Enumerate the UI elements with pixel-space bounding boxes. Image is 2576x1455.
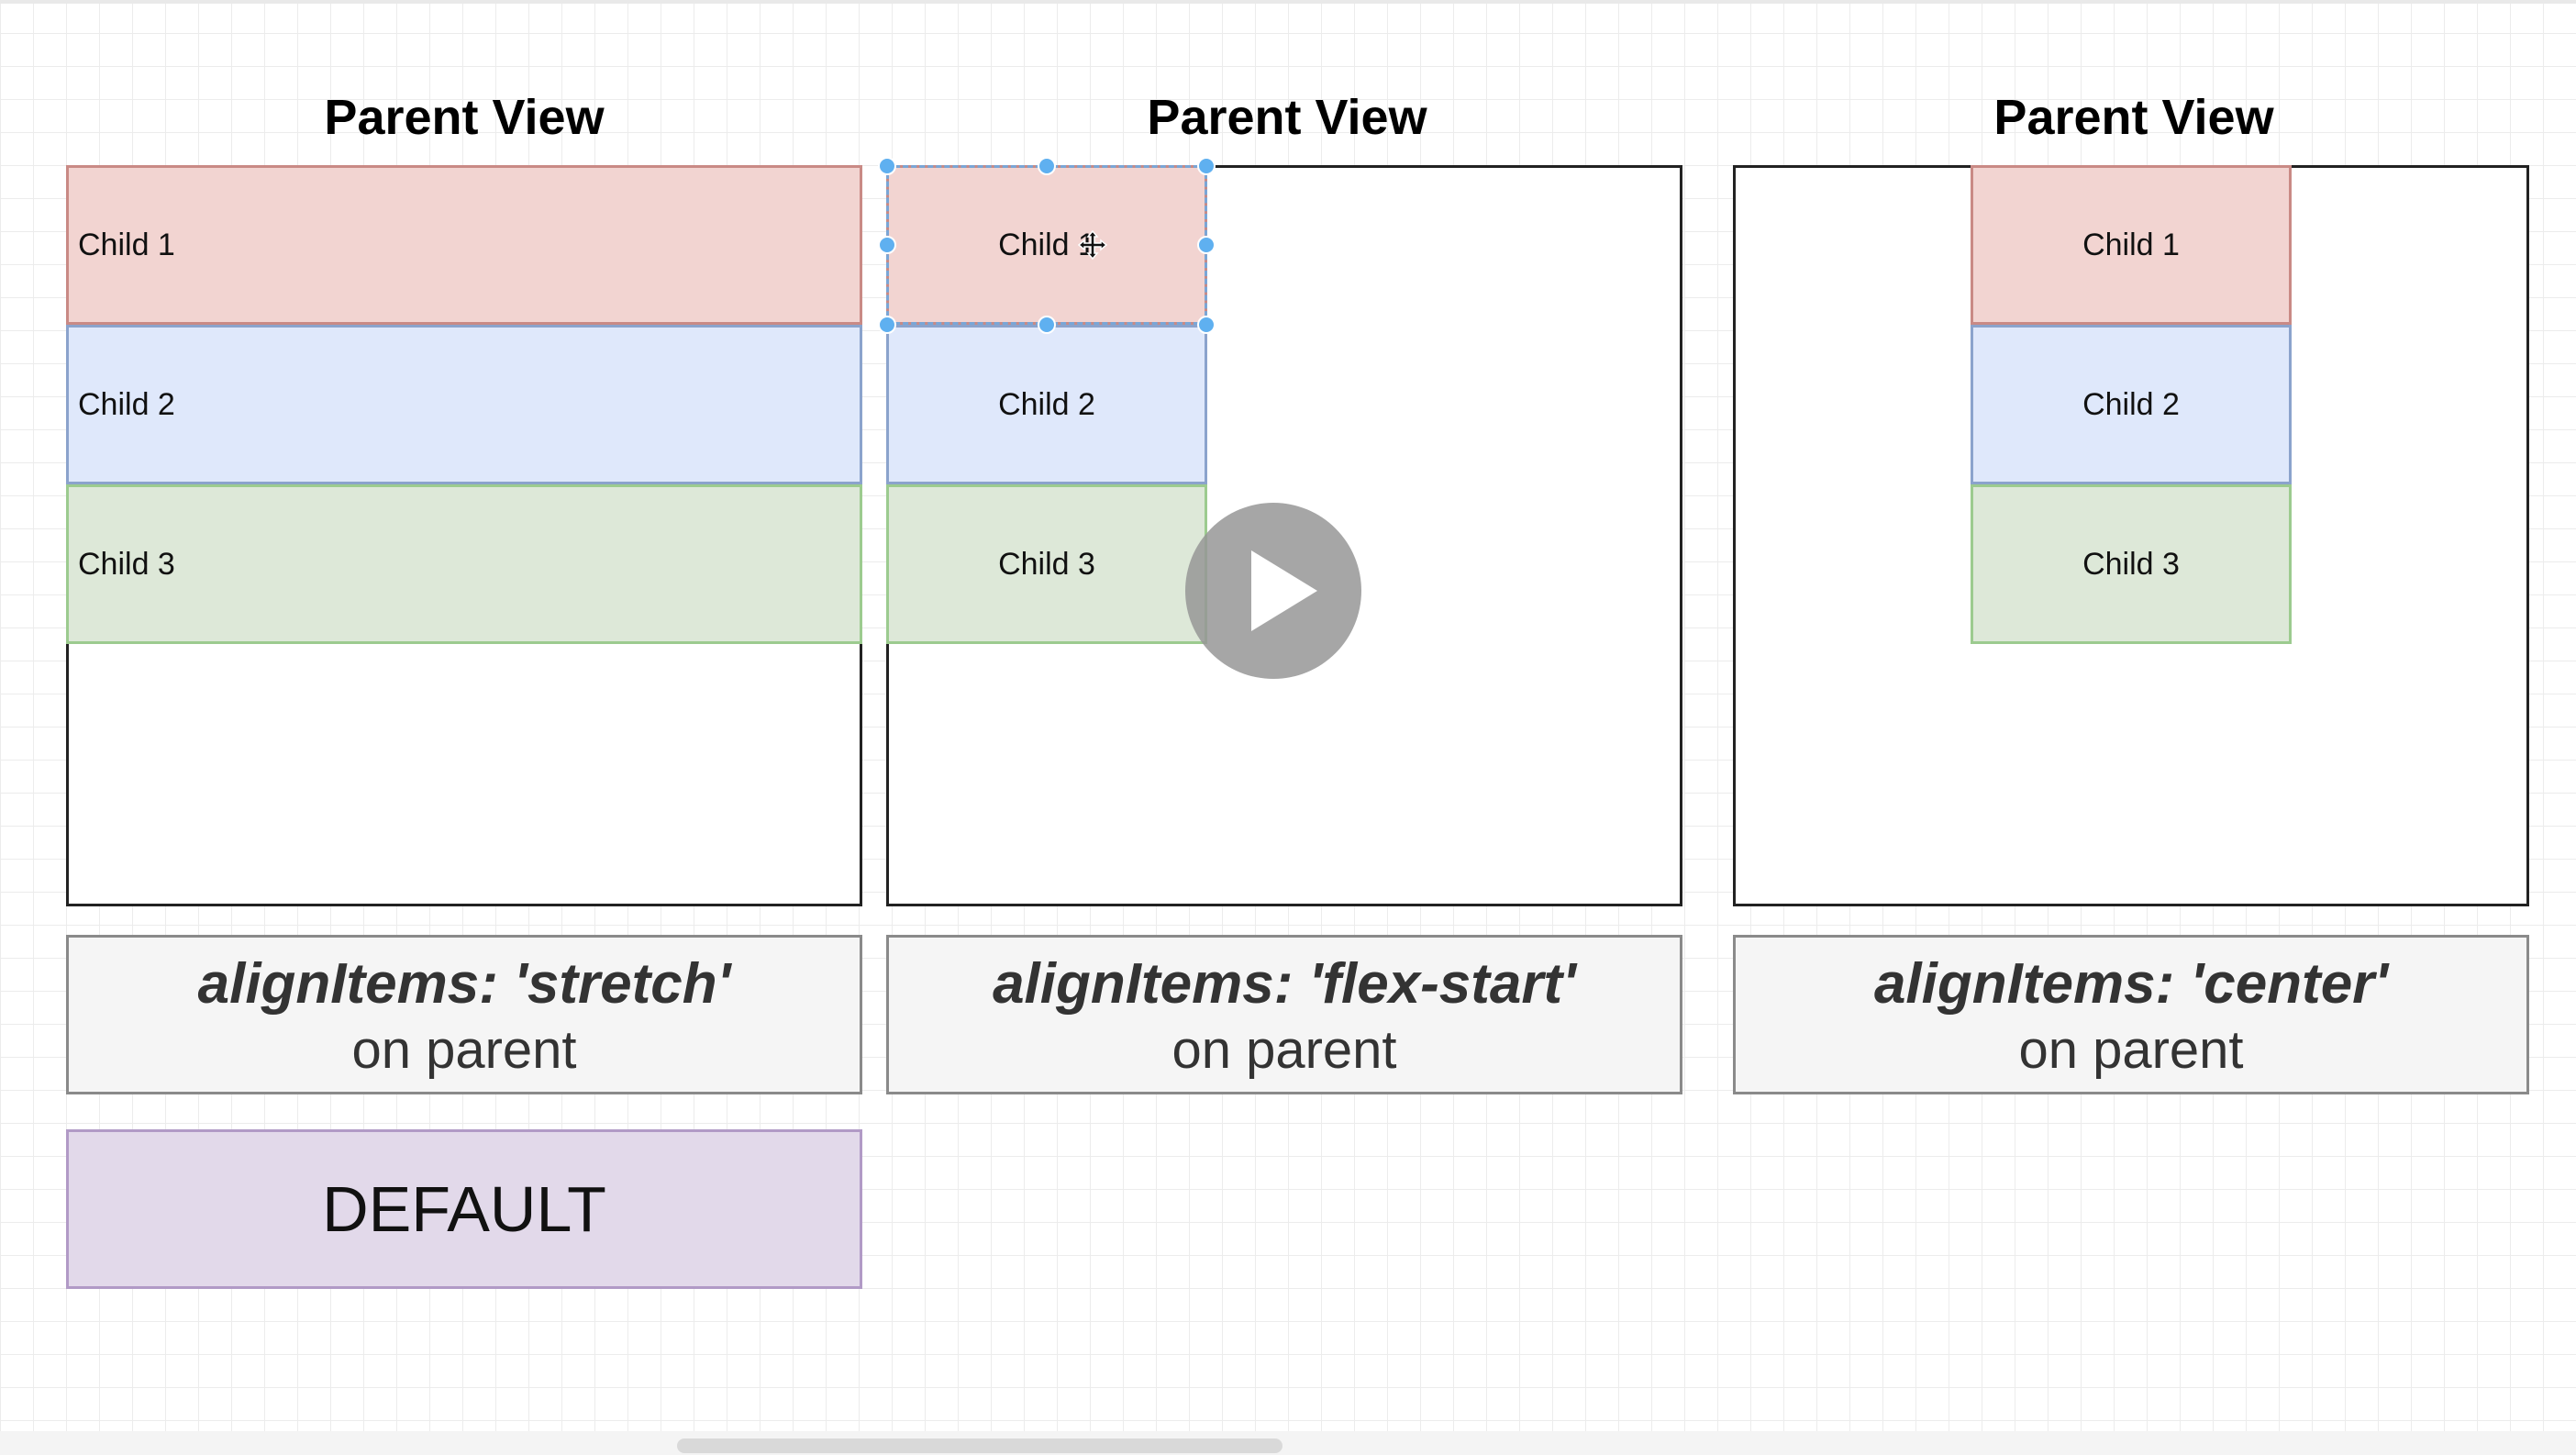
panel-1-child-2[interactable]: Child 2 (66, 325, 862, 484)
panel-2-child-3[interactable]: Child 3 (886, 484, 1207, 644)
default-label: DEFAULT (322, 1173, 606, 1245)
caption-code: alignItems: 'center' (1873, 952, 2389, 1016)
panel-3-child-3[interactable]: Child 3 (1971, 484, 2292, 644)
horizontal-scrollbar[interactable] (677, 1438, 1282, 1453)
child-label: Child 2 (78, 386, 175, 422)
play-button[interactable] (1185, 503, 1361, 679)
caption-code: alignItems: 'flex-start' (993, 952, 1576, 1016)
panel-3-parent-view: Child 1 Child 2 Child 3 (1733, 165, 2529, 906)
bottom-bar (0, 1431, 2576, 1455)
panel-3-caption: alignItems: 'center' on parent (1733, 935, 2529, 1094)
child-label: Child 3 (2082, 546, 2180, 582)
child-label: Child 3 (78, 546, 175, 582)
panel-2-caption: alignItems: 'flex-start' on parent (886, 935, 1682, 1094)
child-label: Child 2 (2082, 386, 2180, 422)
caption-sub: on parent (2018, 1020, 2244, 1080)
child-label: Child 1 (78, 227, 175, 262)
resize-handle-left[interactable] (878, 236, 896, 254)
resize-handle-bottom-right[interactable] (1197, 316, 1216, 334)
panel-2-child-2[interactable]: Child 2 (886, 325, 1207, 484)
play-icon (1251, 550, 1317, 631)
caption-sub: on parent (351, 1020, 577, 1080)
panel-1-title: Parent View (324, 90, 605, 145)
resize-handle-bottom[interactable] (1038, 316, 1056, 334)
panel-2-title: Parent View (1147, 90, 1427, 145)
default-label-box: DEFAULT (66, 1129, 862, 1289)
panel-3-child-2[interactable]: Child 2 (1971, 325, 2292, 484)
resize-handle-right[interactable] (1197, 236, 1216, 254)
panel-3-title: Parent View (1993, 90, 2274, 145)
top-border (0, 0, 2576, 4)
panel-1-child-1[interactable]: Child 1 (66, 165, 862, 325)
caption-sub: on parent (1171, 1020, 1397, 1080)
resize-handle-top-right[interactable] (1197, 157, 1216, 175)
child-label: Child 1 (2082, 227, 2180, 262)
child-label: Child 3 (998, 546, 1095, 582)
panel-2-parent-view: Child 1 Child 2 Child 3 (886, 165, 1682, 906)
panel-1-caption: alignItems: 'stretch' on parent (66, 935, 862, 1094)
panel-2-child-1[interactable]: Child 1 (886, 165, 1207, 325)
resize-handle-top[interactable] (1038, 157, 1056, 175)
move-cursor-icon (1077, 229, 1108, 261)
resize-handle-top-left[interactable] (878, 157, 896, 175)
panel-1-child-3[interactable]: Child 3 (66, 484, 862, 644)
panel-3-child-1[interactable]: Child 1 (1971, 165, 2292, 325)
panel-1-parent-view: Child 1 Child 2 Child 3 (66, 165, 862, 906)
caption-code: alignItems: 'stretch' (197, 952, 731, 1016)
resize-handle-bottom-left[interactable] (878, 316, 896, 334)
child-label: Child 2 (998, 386, 1095, 422)
